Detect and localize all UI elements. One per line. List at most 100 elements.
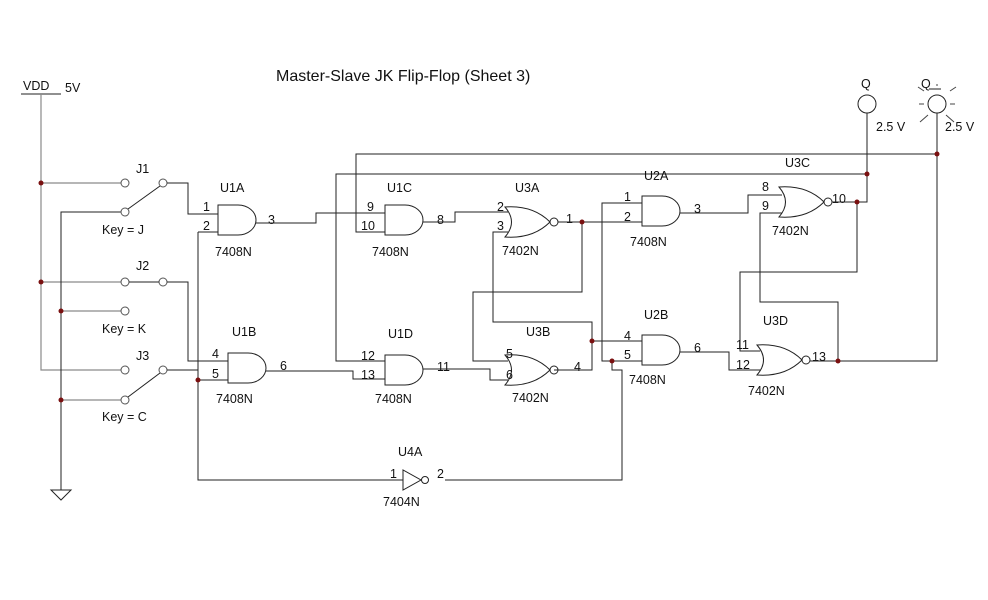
gate-u4a[interactable]: U4A 1 2 7404N: [383, 445, 444, 509]
wire-u3d-out-to-u3c: [759, 212, 839, 361]
switch-j1[interactable]: J1 Key = J: [102, 162, 168, 237]
wire-u1c-out: [423, 211, 508, 223]
switch-j3[interactable]: J3 Key = C: [102, 349, 168, 424]
junction-dot: [864, 171, 870, 177]
wire-u2b-out: [680, 351, 760, 371]
nor-gate-icon: [503, 206, 551, 238]
and-gate-icon: [641, 195, 681, 227]
pin-number: 2: [497, 200, 504, 214]
nor-gate-icon: [755, 344, 803, 376]
wire-inverter-out: [445, 361, 623, 481]
junctions: [38, 151, 940, 403]
gate-u3b[interactable]: U3B 5 6 4 7402N: [503, 325, 581, 405]
gate-part: 7408N: [372, 245, 409, 259]
switch-terminal: [158, 365, 168, 375]
pin-number: 3: [694, 202, 701, 216]
switch-terminal: [158, 277, 168, 287]
junction-dot: [195, 377, 201, 383]
switch-terminal: [120, 395, 130, 405]
ground-icon: [49, 489, 73, 501]
light-rays-icon: [917, 84, 957, 123]
pin-number: 4: [624, 329, 631, 343]
wire-j2-u1b: [167, 281, 228, 362]
probe-qbar-label: Q: [921, 77, 931, 91]
pin-number: 2: [203, 219, 210, 233]
junction-dot: [579, 219, 585, 225]
gate-u1c[interactable]: U1C 9 10 8 7408N: [361, 181, 444, 259]
pin-number: 11: [437, 360, 450, 374]
gate-part: 7404N: [383, 495, 420, 509]
probe-lamp-lit-icon: [927, 94, 947, 114]
pin-number: 1: [203, 200, 210, 214]
gate-part: 7408N: [630, 235, 667, 249]
pin-number: 6: [694, 341, 701, 355]
pin-number: 2: [624, 210, 631, 224]
pin-number: 13: [361, 368, 375, 382]
gate-u1d[interactable]: U1D 12 13 11 7408N: [361, 327, 450, 406]
inversion-bubble: [823, 197, 833, 207]
gate-u1b[interactable]: U1B 4 5 6 7408N: [212, 325, 287, 406]
wire-qbar-output: [810, 112, 938, 362]
gate-ref: U3B: [526, 325, 550, 339]
switch-terminal: [120, 207, 130, 217]
pin-number: 10: [361, 219, 375, 233]
probe-q-label: Q: [861, 77, 871, 91]
switch-j1-key: Key = J: [102, 223, 144, 237]
gate-part: 7402N: [772, 224, 809, 238]
gate-ref: U1B: [232, 325, 256, 339]
gate-ref: U1A: [220, 181, 245, 195]
pin-number: 1: [624, 190, 631, 204]
gate-part: 7408N: [215, 245, 252, 259]
gate-u1a[interactable]: U1A 1 2 3 7408N: [203, 181, 275, 259]
gate-part: 7402N: [748, 384, 785, 398]
pin-number: 1: [390, 467, 397, 481]
gate-part: 7408N: [629, 373, 666, 387]
gate-ref: U3D: [763, 314, 788, 328]
pin-number: 6: [506, 368, 513, 382]
switch-j2-key: Key = K: [102, 322, 147, 336]
switch-j3-ref: J3: [136, 349, 149, 363]
junction-dot: [934, 151, 940, 157]
and-gate-icon: [217, 204, 257, 236]
gate-ref: U3A: [515, 181, 540, 195]
gate-ref: U4A: [398, 445, 423, 459]
and-gate-icon: [641, 334, 681, 366]
ground-rail: [60, 211, 122, 490]
sheet-title: Master-Slave JK Flip-Flop (Sheet 3): [276, 68, 530, 85]
wire-q-output: [832, 112, 868, 203]
probe-qbar[interactable]: Q 2.5 V: [917, 77, 975, 134]
vdd-value: 5V: [65, 81, 81, 95]
pin-number: 2: [437, 467, 444, 481]
switch-terminal: [120, 365, 130, 375]
and-gate-icon: [227, 352, 267, 384]
switch-j2[interactable]: J2 Key = K: [102, 259, 168, 336]
switch-terminal: [120, 306, 130, 316]
gate-u2a[interactable]: U2A 1 2 3 7408N: [624, 169, 701, 249]
and-gate-icon: [384, 354, 424, 386]
gate-ref: U3C: [785, 156, 810, 170]
gate-part: 7408N: [216, 392, 253, 406]
gate-u3a[interactable]: U3A 2 3 1 7402N: [497, 181, 573, 258]
probe-q-voltage: 2.5 V: [876, 120, 906, 134]
wire-u1d-out: [423, 368, 508, 381]
switch-j1-ref: J1: [136, 162, 149, 176]
pin-number: 5: [506, 347, 513, 361]
gate-part: 7402N: [512, 391, 549, 405]
pin-number: 4: [574, 360, 581, 374]
switch-terminal: [120, 277, 130, 287]
inversion-bubble: [421, 476, 429, 484]
gate-u3c[interactable]: U3C 8 9 10 7402N: [762, 156, 846, 238]
gate-u2b[interactable]: U2B 4 5 6 7408N: [624, 308, 701, 387]
wire-clockbar-net: [601, 202, 642, 362]
wire-u2a-out: [680, 194, 770, 214]
pin-number: 13: [812, 350, 826, 364]
wire-q-to-u3d: [739, 202, 858, 352]
wire-u3a-pin3: [492, 231, 593, 342]
wire-feedback-q: [335, 173, 867, 362]
gate-ref: U1D: [388, 327, 413, 341]
probe-q[interactable]: Q 2.5 V: [857, 77, 906, 134]
inversion-bubble: [549, 217, 559, 227]
gate-u3d[interactable]: U3D 11 12 13 7402N: [736, 314, 826, 398]
vdd-source[interactable]: VDD 5V: [21, 79, 81, 95]
